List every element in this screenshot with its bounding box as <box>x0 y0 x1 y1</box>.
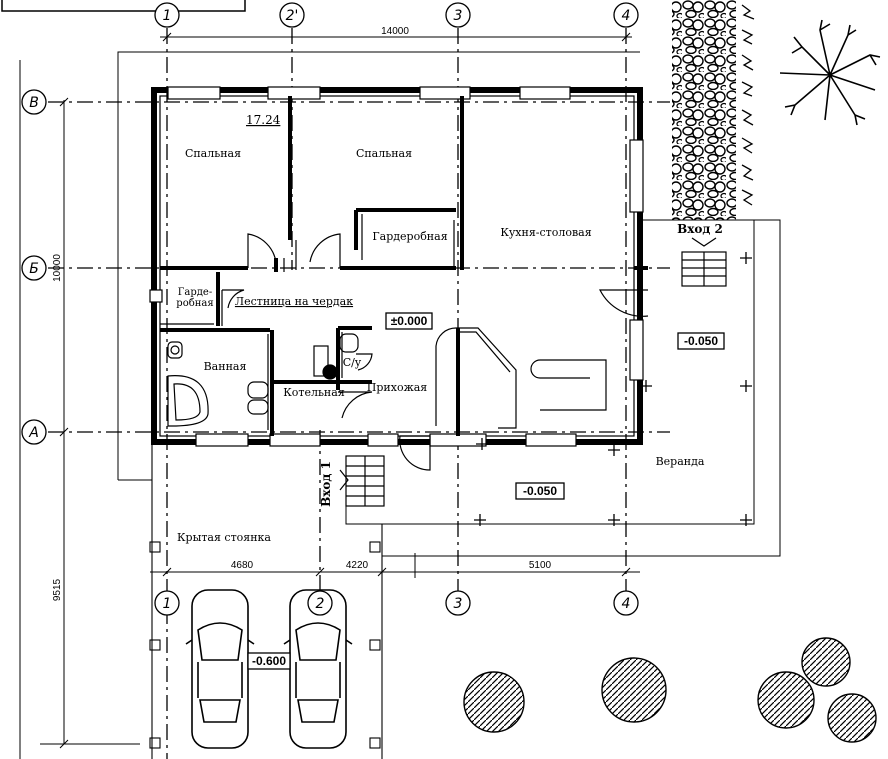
site-boundary <box>19 51 640 759</box>
axis-bottom-1: 1 <box>163 596 172 612</box>
entrance-1-stairs <box>339 455 385 507</box>
room-wardrobe-1: Гардеробная <box>372 230 447 243</box>
dim-seg-1: 4680 <box>231 560 254 571</box>
room-area: 17.24 <box>246 113 281 127</box>
room-wc: С/у <box>343 356 362 369</box>
axis-bottom-3: 3 <box>454 596 463 612</box>
room-veranda: Веранда <box>656 455 705 468</box>
dim-height-main: 10000 <box>52 254 63 282</box>
parking-area <box>149 444 383 759</box>
shrubs-bottom <box>463 637 877 743</box>
interior-walls-thin <box>160 214 455 430</box>
axis-top-4: 4 <box>622 8 631 24</box>
axis-markers-bottom <box>154 590 639 616</box>
room-stairs-attic: Лестница на чердак <box>235 295 353 308</box>
dim-seg-3: 5100 <box>529 560 552 571</box>
level-parking: -0.600 <box>252 654 286 668</box>
axis-top-2: 2' <box>286 8 299 24</box>
level-veranda-upper: -0.050 <box>684 334 718 348</box>
dimension-bottom <box>150 553 640 578</box>
windows <box>149 86 644 447</box>
bathroom-fixtures <box>167 333 359 427</box>
dim-seg-2: 4220 <box>346 560 369 571</box>
entrance-2-stairs <box>681 237 727 287</box>
axis-row-v: В <box>29 95 39 111</box>
entrance-2-label: Вход 2 <box>677 222 723 236</box>
title-box <box>1 0 246 12</box>
dimension-top <box>160 32 632 42</box>
column-markers <box>474 252 752 526</box>
dim-total-width: 14000 <box>381 26 409 37</box>
level-boxes <box>247 312 725 670</box>
room-wardrobe-2-line2: робная <box>176 298 213 309</box>
room-bathroom: Ванная <box>204 360 247 373</box>
room-bedroom-2: Спальная <box>356 147 412 160</box>
axis-markers-rows <box>21 89 47 445</box>
axis-markers-top <box>154 2 639 28</box>
axis-lines <box>48 28 670 759</box>
axis-bottom-4: 4 <box>622 596 631 612</box>
dim-height-parking: 9515 <box>52 578 63 601</box>
room-kitchen: Кухня-столовая <box>500 226 591 239</box>
room-hall: Прихожая <box>367 381 427 394</box>
axis-row-b: Б <box>29 261 39 277</box>
stone-path <box>672 0 736 220</box>
level-veranda-lower: -0.050 <box>523 484 557 498</box>
axis-bottom-2: 2 <box>316 596 325 612</box>
room-bedroom-1: Спальная <box>185 147 241 160</box>
level-main: ±0.000 <box>391 314 428 328</box>
doors <box>222 233 649 471</box>
axis-row-a: А <box>28 425 39 441</box>
attic-stair <box>435 327 517 429</box>
entrance-1-label: Вход 1 <box>319 461 333 507</box>
car-left <box>185 589 255 749</box>
tree-top-right <box>779 19 881 126</box>
room-boiler: Котельная <box>283 386 345 399</box>
interior-walls <box>160 96 648 436</box>
kitchen-counter <box>530 359 607 411</box>
room-parking: Крытая стоянка <box>177 531 271 544</box>
room-wardrobe-2-line1: Гарде- <box>178 287 212 298</box>
dimension-left <box>40 97 140 749</box>
shrub-strip <box>741 4 755 206</box>
axis-top-3: 3 <box>454 8 463 24</box>
axis-top-1: 1 <box>163 8 172 24</box>
